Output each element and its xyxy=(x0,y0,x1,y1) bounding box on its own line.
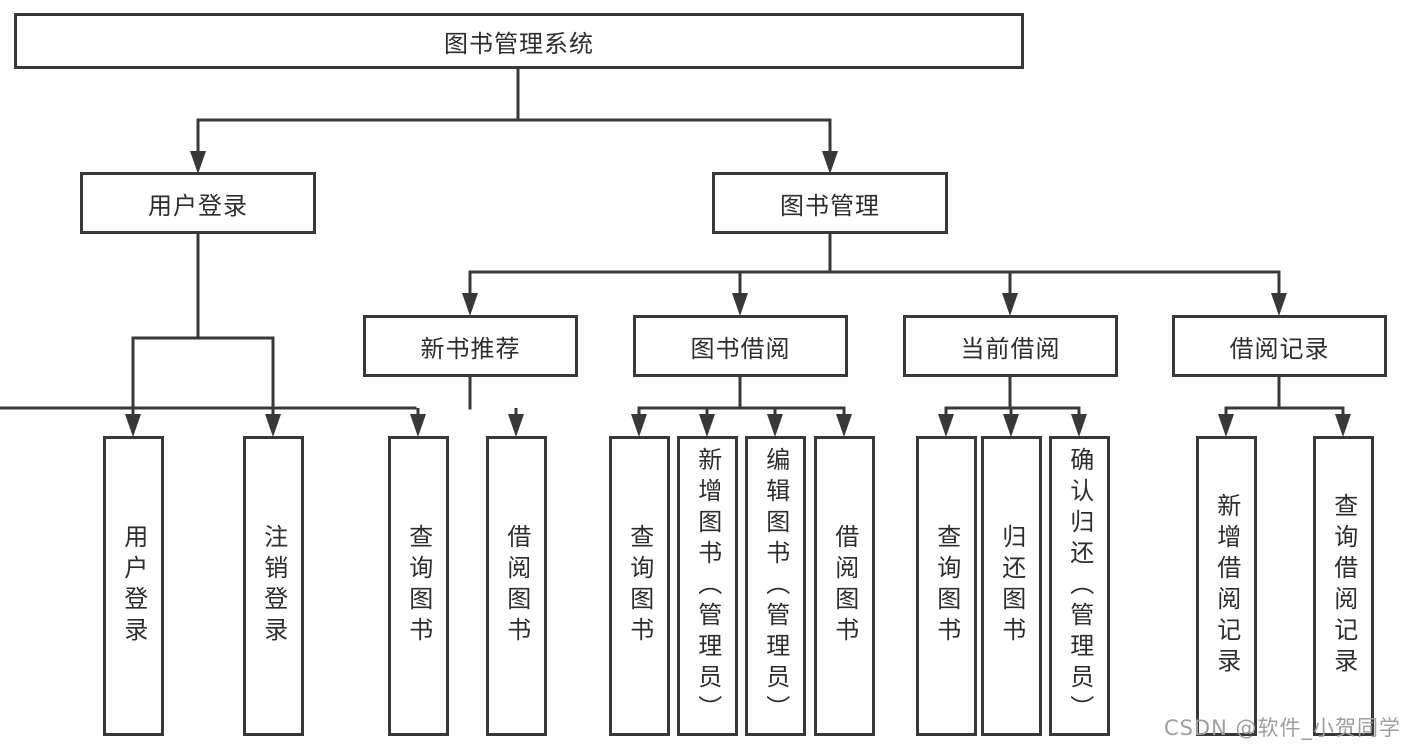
node-book-management: 图书管理 xyxy=(712,172,948,234)
node-new-book-recommend: 新书推荐 xyxy=(363,315,578,377)
connector-new-book-children xyxy=(0,377,524,437)
node-user-login: 用户登录 xyxy=(80,172,316,234)
leaf-borrow-add-admin: 新增图书（管理员） xyxy=(677,436,738,736)
leaf-borrow-edit-admin: 编辑图书（管理员） xyxy=(745,436,806,736)
leaf-newbook-query: 查询图书 xyxy=(388,436,449,736)
leaf-borrow-borrow: 借阅图书 xyxy=(814,436,875,736)
connector-user-login-children xyxy=(125,234,281,437)
connector-current-borrow-children xyxy=(938,377,1087,437)
leaf-current-return: 归还图书 xyxy=(981,436,1042,736)
leaf-records-add: 新增借阅记录 xyxy=(1196,436,1257,736)
leaf-logout: 注销登录 xyxy=(243,436,304,736)
node-borrow-records: 借阅记录 xyxy=(1172,315,1387,377)
leaf-user-login: 用户登录 xyxy=(103,436,164,736)
connector-root-to-level2 xyxy=(190,69,838,174)
connector-book-borrow-children xyxy=(631,377,852,437)
leaf-current-confirm-admin: 确认归还（管理员） xyxy=(1049,436,1110,736)
node-book-borrow: 图书借阅 xyxy=(633,315,848,377)
leaf-current-query: 查询图书 xyxy=(916,436,977,736)
leaf-newbook-borrow: 借阅图书 xyxy=(486,436,547,736)
leaf-borrow-query: 查询图书 xyxy=(609,436,670,736)
node-root: 图书管理系统 xyxy=(14,13,1024,69)
connector-book-management-children xyxy=(462,234,1287,316)
connector-borrow-records-children xyxy=(1218,377,1351,437)
leaf-records-query: 查询借阅记录 xyxy=(1313,436,1374,736)
csdn-watermark: CSDN @软件_小贺同学 xyxy=(1163,716,1401,740)
node-current-borrow: 当前借阅 xyxy=(903,315,1118,377)
